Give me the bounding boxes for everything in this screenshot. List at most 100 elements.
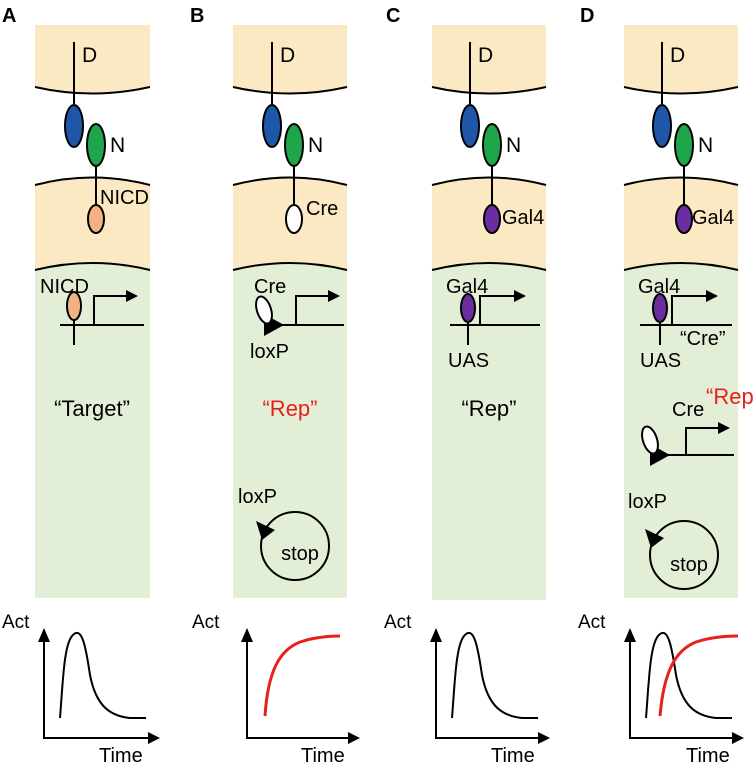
plot-axes [43,630,150,739]
plot-y-arrowhead [241,628,253,642]
activity-plot: Act Time [2,612,160,767]
plot-ylabel: Act [192,612,220,633]
excised-stop-circle [260,511,330,581]
receiver-cell [624,177,738,598]
plot-y-arrowhead [430,628,442,642]
output-label: “Rep” [461,396,516,421]
reporter-accumulation-curve [263,634,341,717]
panel-letter: B [190,5,204,27]
nuclear-envelope [623,262,739,271]
receiver-cell [35,177,150,598]
reporter-promoter-arrow [685,427,718,455]
nicd-label: NICD [100,187,149,209]
cre-bound [641,425,659,455]
reporter-promoter-arrowhead [718,422,730,434]
notch-label: N [308,134,323,157]
sender-membrane [232,86,348,95]
gal4-label: Gal4 [692,207,734,229]
nuclear-cre-label: Cre [254,276,286,298]
notch-receptor [482,123,502,167]
sender-cell [624,25,738,94]
stop-label: stop [281,543,319,565]
activity-pulse-curve [645,631,732,719]
panel-letter: C [386,5,400,27]
reporter-accumulation-curve [658,634,739,717]
circle-loxp-label: loxP [628,491,667,513]
nuclear-gal4-label: Gal4 [638,276,680,298]
cre-domain [285,204,303,234]
activity-pulse-curve [451,631,538,719]
stop-label: stop [670,554,708,576]
circle-loxp-label: loxP [238,486,277,508]
plot-ylabel: Act [578,612,606,633]
gal4-bound [460,293,476,323]
circle-loxp-site [256,521,275,540]
promoter-arrow [479,295,514,325]
activity-pulse-curve [59,631,146,719]
panel-b: B D N Cre Cre loxP “Rep” loxP stop Act T… [190,5,360,767]
uas-label: UAS [448,350,489,372]
promoter-arrowhead [514,290,526,302]
notch-receptor [86,123,106,167]
activity-plot: Act Time [384,612,550,767]
cre-label: Cre [306,198,338,220]
cre-bound [255,295,273,325]
receiver-membrane [623,176,739,186]
sender-cell [233,25,347,94]
gal4-domain [483,204,501,234]
delta-ligand [652,104,672,148]
activity-plot: Act Time [578,612,744,767]
receiver-membrane [431,176,547,186]
panel-letter: D [580,5,594,27]
output-label: “Rep” [262,396,317,421]
promoter-arrowhead [126,290,138,302]
activity-plot: Act Time [192,612,360,767]
delta-label: D [670,44,685,67]
plot-ylabel: Act [384,612,412,633]
loxp-label: loxP [250,341,289,363]
plot-x-arrowhead [538,732,550,744]
plot-x-arrowhead [148,732,160,744]
plot-axes [629,630,734,739]
plot-axes [246,630,350,739]
delta-label: D [280,44,295,67]
output-label: “Rep” [706,384,754,409]
circle-loxp-site [645,529,664,548]
plot-y-arrowhead [624,628,636,642]
plot-xlabel: Time [491,745,535,767]
panel-letter: A [2,5,16,27]
plot-xlabel: Time [686,745,730,767]
receiver-membrane [34,176,151,186]
delta-label: D [82,44,97,67]
notch-label: N [698,134,713,157]
nuclear-nicd-label: NICD [40,276,89,298]
plot-x-arrowhead [732,732,744,744]
notch-receptor [284,123,304,167]
sender-membrane [623,86,739,95]
plot-axes [435,630,540,739]
nuclear-envelope [34,262,151,271]
plot-xlabel: Time [301,745,345,767]
promoter-arrow [295,295,328,325]
promoter-arrowhead [706,290,718,302]
nuclear-envelope [431,262,547,271]
plot-y-arrowhead [38,628,50,642]
plot-x-arrowhead [348,732,360,744]
nuclear-envelope [232,262,348,271]
receiver-cell [432,177,546,600]
delta-label: D [478,44,493,67]
receiver-cell [233,177,347,598]
gal4-label: Gal4 [502,207,544,229]
sender-membrane [34,86,151,95]
delta-ligand [460,104,480,148]
uas-label: UAS [640,350,681,372]
sender-membrane [431,86,547,95]
promoter-arrow [671,295,706,325]
notch-label: N [506,134,521,157]
nicd-bound [66,291,82,321]
promoter-arrowhead [328,290,340,302]
gal4-bound [652,293,668,323]
sender-cell [432,25,546,94]
nuclear-gal4-label: Gal4 [446,276,488,298]
panel-d: D D N Gal4 Gal4 UAS “Cre” Cre “Rep” loxP… [578,5,754,767]
